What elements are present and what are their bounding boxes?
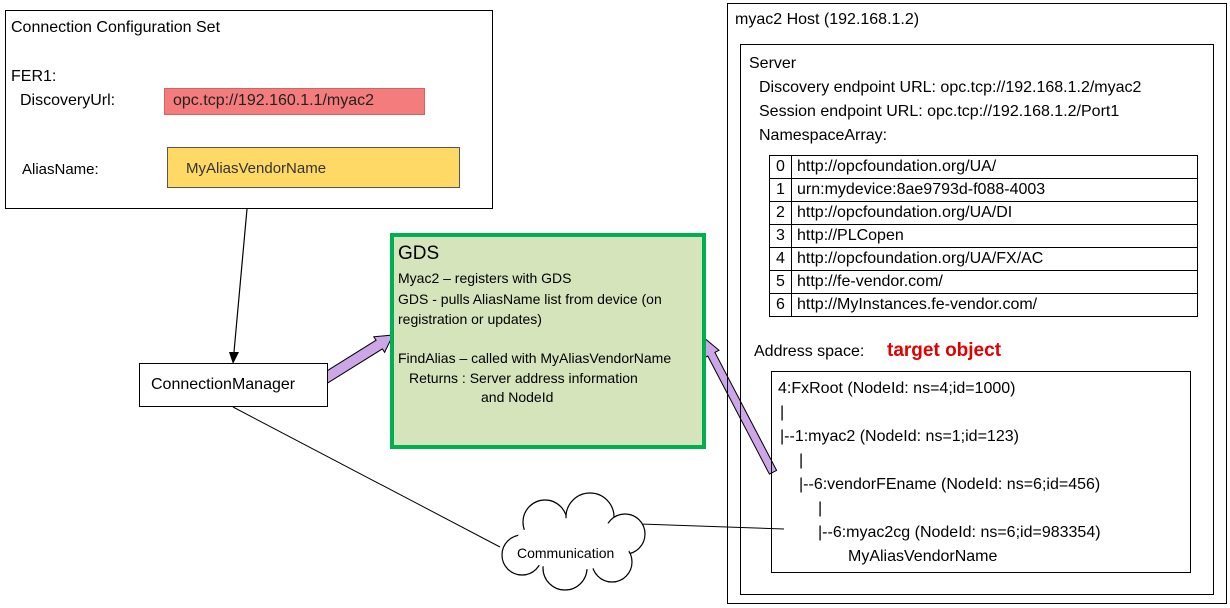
- namespace-uri: http://fe-vendor.com/: [791, 270, 1198, 294]
- discovery-url-highlight: [164, 88, 425, 115]
- tree-node: |--6:vendorFEname (NodeId: ns=6;id=456): [799, 476, 1101, 493]
- server-box: [740, 44, 1214, 595]
- manager-to-cloud-line: [232, 406, 501, 548]
- alias-name-value: MyAliasVendorName: [186, 160, 327, 177]
- address-space-label: Address space:: [754, 343, 865, 360]
- namespace-uri: http://opcfoundation.org/UA/FX/AC: [791, 247, 1198, 271]
- namespace-index: 1: [769, 178, 792, 202]
- namespace-uri: http://MyInstances.fe-vendor.com/: [791, 293, 1198, 317]
- address-space-box: [771, 371, 1191, 573]
- discovery-endpoint: Discovery endpoint URL: opc.tcp://192.16…: [759, 79, 1142, 96]
- connection-manager-label: ConnectionManager: [151, 376, 296, 393]
- gds-line-returns: Returns : Server address information: [409, 370, 638, 386]
- connection-manager-box: [139, 363, 328, 407]
- fer1-label: FER1:: [11, 68, 57, 85]
- discovery-url-value: opc.tcp://192.160.1.1/myac2: [173, 92, 375, 109]
- tree-node: 4:FxRoot (NodeId: ns=4;id=1000): [778, 380, 1016, 397]
- discovery-url-label: DiscoveryUrl:: [20, 92, 116, 109]
- gds-line-nodeid: and NodeId: [481, 389, 554, 405]
- communication-label: Communication: [517, 545, 615, 561]
- gds-line-findalias: FindAlias – called with MyAliasVendorNam…: [398, 350, 672, 366]
- alias-name-label: AliasName:: [22, 161, 99, 178]
- gds-title: GDS: [398, 243, 440, 264]
- config-set-title: Connection Configuration Set: [11, 19, 221, 36]
- namespace-index: 4: [769, 247, 792, 271]
- namespace-uri: http://opcfoundation.org/UA/DI: [791, 201, 1198, 225]
- namespace-index: 5: [769, 270, 792, 294]
- gds-line-register: Myac2 – registers with GDS: [398, 270, 572, 286]
- tree-alias-value: MyAliasVendorName: [848, 548, 998, 565]
- server-label: Server: [749, 55, 797, 72]
- tree-connector: |: [799, 452, 804, 469]
- host-title: myac2 Host (192.168.1.2): [735, 11, 920, 28]
- connection-configuration-set: [5, 10, 493, 209]
- gds-line-registration: registration or updates): [398, 311, 542, 327]
- config-to-manager-connector: [233, 208, 248, 353]
- manager-to-gds-block-arrow: [320, 334, 394, 385]
- namespace-uri: http://PLCopen: [791, 224, 1198, 248]
- alias-name-highlight: [167, 147, 460, 188]
- tree-connector: |: [818, 500, 823, 517]
- namespace-index: 0: [769, 155, 792, 179]
- namespace-index: 3: [769, 224, 792, 248]
- namespace-index: 6: [769, 293, 792, 317]
- target-object-label: target object: [887, 340, 1002, 361]
- namespace-uri: http://opcfoundation.org/UA/: [791, 155, 1198, 179]
- session-endpoint: Session endpoint URL: opc.tcp://192.168.…: [759, 103, 1120, 120]
- tree-node: |--1:myac2 (NodeId: ns=1;id=123): [780, 428, 1019, 445]
- gds-line-pull: GDS - pulls AliasName list from device (…: [398, 291, 662, 307]
- namespace-uri: urn:mydevice:8ae9793d-f088-4003: [791, 178, 1198, 202]
- namespace-array-label: NamespaceArray:: [759, 127, 888, 144]
- host-box: [727, 3, 1227, 604]
- tree-connector: |: [780, 404, 785, 421]
- namespace-index: 2: [769, 201, 792, 225]
- cloud-to-server-line: [639, 523, 785, 530]
- config-to-manager-arrowhead: [229, 352, 239, 364]
- tree-node: |--6:myac2cg (NodeId: ns=6;id=983354): [818, 524, 1101, 541]
- gds-box: [390, 233, 706, 449]
